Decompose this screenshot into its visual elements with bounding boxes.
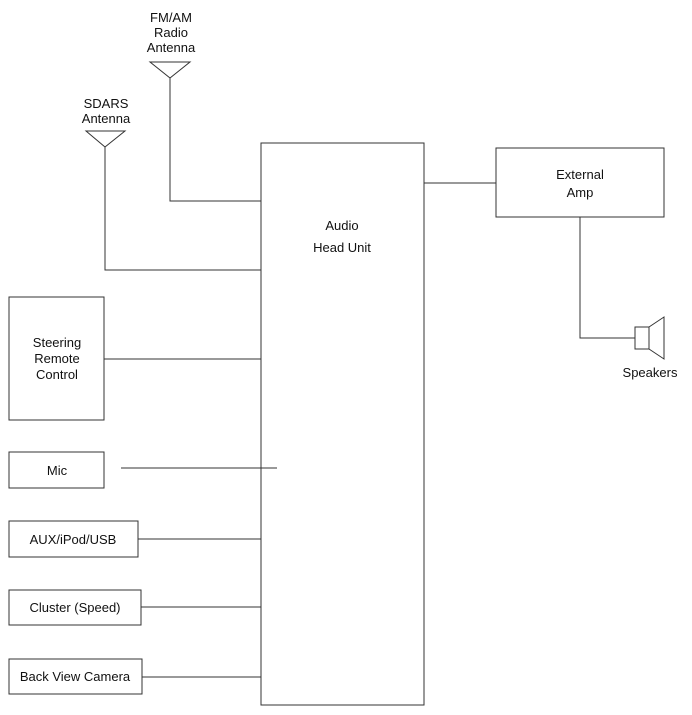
camera-label: Back View Camera bbox=[20, 669, 131, 684]
external-amp: External Amp bbox=[424, 147, 665, 339]
external-amp-label-line-2: Amp bbox=[567, 185, 594, 200]
steering-remote-label-line-2: Remote bbox=[34, 351, 80, 366]
fm-am-antenna-label-line-1: FM/AM bbox=[150, 10, 192, 25]
cluster-label: Cluster (Speed) bbox=[29, 600, 120, 615]
fm-am-antenna-label-line-2: Radio bbox=[154, 25, 188, 40]
aux-label: AUX/iPod/USB bbox=[30, 532, 117, 547]
aux-box bbox=[8, 520, 139, 558]
fm-am-antenna-label-line-3: Antenna bbox=[147, 40, 196, 55]
speaker-cone-icon bbox=[648, 316, 665, 360]
external-amp-box bbox=[495, 147, 665, 218]
camera: Back View Camera bbox=[8, 658, 261, 695]
cluster: Cluster (Speed) bbox=[8, 589, 261, 626]
steering-remote-box bbox=[8, 296, 105, 421]
fm-am-antenna-icon bbox=[148, 61, 192, 79]
external-amp-label-line-1: External bbox=[556, 167, 604, 182]
head-unit-label-line-1: Audio bbox=[325, 218, 358, 233]
head-unit-box bbox=[260, 142, 425, 706]
speaker-connector bbox=[579, 217, 635, 339]
speakers: Speakers bbox=[623, 316, 678, 380]
speaker-icon bbox=[634, 326, 650, 350]
mic-box bbox=[8, 451, 105, 489]
sdars-antenna-label-line-1: SDARS bbox=[84, 96, 129, 111]
mic-label: Mic bbox=[47, 463, 68, 478]
fm-am-antenna: FM/AM Radio Antenna bbox=[147, 10, 261, 202]
head-unit-label-line-2: Head Unit bbox=[313, 240, 371, 255]
cluster-box bbox=[8, 589, 142, 626]
speakers-label: Speakers bbox=[623, 365, 678, 380]
sdars-antenna-label-line-2: Antenna bbox=[82, 111, 131, 126]
sdars-antenna: SDARS Antenna bbox=[82, 96, 261, 271]
aux: AUX/iPod/USB bbox=[8, 520, 261, 558]
sdars-antenna-icon bbox=[84, 130, 127, 148]
steering-remote: Steering Remote Control bbox=[8, 296, 261, 421]
head-unit: Audio Head Unit bbox=[260, 142, 425, 706]
fm-am-antenna-wire bbox=[169, 78, 261, 202]
mic: Mic bbox=[8, 451, 277, 489]
camera-box bbox=[8, 658, 143, 695]
sdars-antenna-wire bbox=[104, 147, 261, 271]
steering-remote-label-line-3: Control bbox=[36, 367, 78, 382]
steering-remote-label-line-1: Steering bbox=[33, 335, 81, 350]
